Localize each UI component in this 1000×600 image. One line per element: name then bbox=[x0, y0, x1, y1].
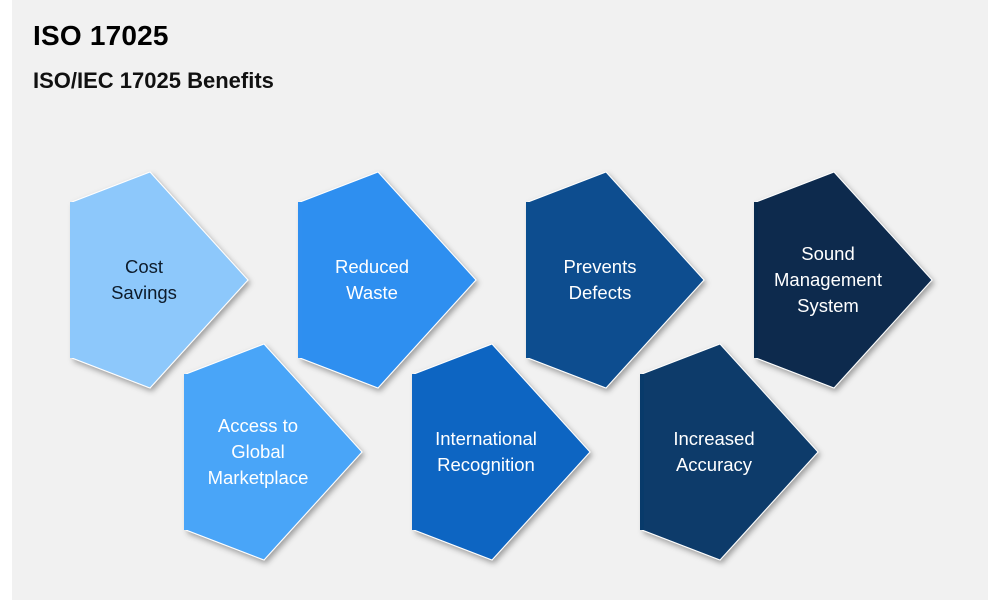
benefit-shape-fill bbox=[413, 343, 591, 561]
benefit-label: Waste bbox=[346, 282, 398, 303]
benefit-label: Accuracy bbox=[676, 454, 753, 475]
benefit-label: Management bbox=[774, 269, 882, 290]
benefit-label: Reduced bbox=[335, 256, 409, 277]
benefit-shape-fill bbox=[527, 171, 705, 389]
benefit-shape-fill bbox=[71, 171, 249, 389]
benefit-label: Sound bbox=[801, 243, 855, 264]
benefit-label: Increased bbox=[673, 428, 754, 449]
benefit-label: Defects bbox=[569, 282, 632, 303]
slide-title: ISO 17025 bbox=[33, 20, 169, 51]
benefit-shape-fill bbox=[641, 343, 819, 561]
benefit-label: International bbox=[435, 428, 537, 449]
benefit-label: Prevents bbox=[563, 256, 636, 277]
benefit-label: Marketplace bbox=[208, 467, 309, 488]
benefit-shape-fill bbox=[299, 171, 477, 389]
benefit-label: Recognition bbox=[437, 454, 535, 475]
benefit-label: Global bbox=[231, 441, 284, 462]
benefit-label: Savings bbox=[111, 282, 177, 303]
slide-subtitle: ISO/IEC 17025 Benefits bbox=[33, 68, 274, 93]
benefit-label: Access to bbox=[218, 415, 298, 436]
benefit-label: Cost bbox=[125, 256, 163, 277]
benefit-label: System bbox=[797, 295, 859, 316]
